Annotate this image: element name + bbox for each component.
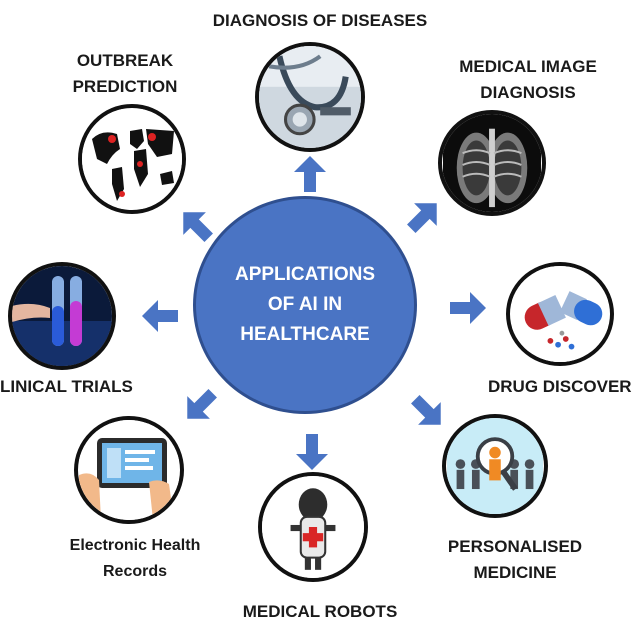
label-outbreak: OUTBREAK PREDICTION xyxy=(72,51,178,96)
label-ehr: Electronic Health Records xyxy=(69,537,201,580)
arrow-up-left xyxy=(176,205,216,245)
center-title: APPLICATIONS OF AI IN HEALTHCARE xyxy=(234,264,376,345)
label-diagnosis: DIAGNOSIS OF DISEASES xyxy=(212,11,428,30)
world-map-icon xyxy=(78,104,186,214)
arrow-left xyxy=(140,296,180,336)
arrow-down-right xyxy=(408,392,448,432)
label-imaging: MEDICAL IMAGE DIAGNOSIS xyxy=(459,57,597,102)
tablet-records-icon xyxy=(74,416,184,524)
robot-icon xyxy=(258,472,368,582)
label-clinical: LINICAL TRIALS xyxy=(0,377,133,396)
chest-xray-icon xyxy=(438,110,546,216)
arrow-up xyxy=(290,154,330,194)
stethoscope-icon xyxy=(255,42,365,152)
label-robots: MEDICAL ROBOTS xyxy=(242,602,398,621)
label-personalised: PERSONALISED MEDICINE xyxy=(447,537,583,582)
label-drug: DRUG DISCOVER xyxy=(488,377,632,396)
arrow-down-left xyxy=(180,386,220,426)
center-hub: APPLICATIONS OF AI IN HEALTHCARE xyxy=(193,196,417,414)
arrow-up-right xyxy=(404,196,444,236)
magnifier-people-icon xyxy=(442,414,548,518)
capsule-pills-icon xyxy=(506,262,614,366)
arrow-down xyxy=(292,432,332,472)
test-tubes-icon xyxy=(8,262,116,370)
arrow-right xyxy=(448,288,488,328)
